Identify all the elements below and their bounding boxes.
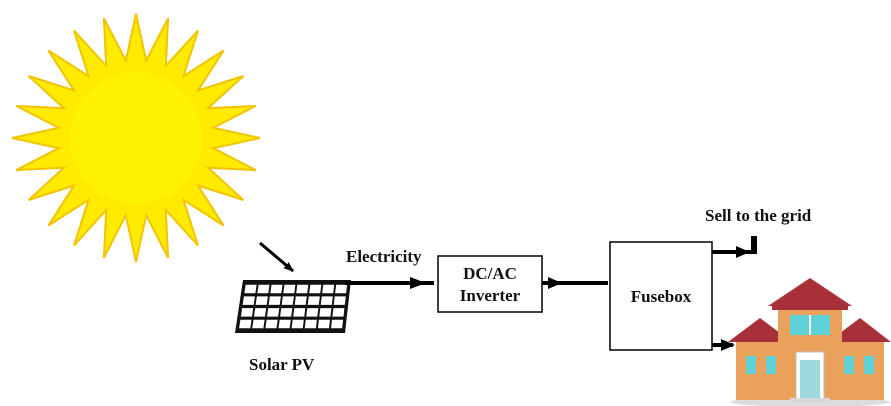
house-wall-right [836,340,884,400]
house-roof-left [728,318,792,342]
solar-cell [309,284,322,294]
grid-arrowhead [736,246,750,258]
house-step [790,398,830,402]
solar-cell [270,284,283,294]
solar-cell [267,308,280,317]
sun-icon [11,13,261,263]
fusebox-box [609,241,713,351]
solar-cell [296,284,309,294]
solar-pv-label: Solar PV [249,355,315,374]
electricity-label: Electricity [346,247,422,266]
solar-cell [257,284,270,294]
house-wall-left [736,340,784,400]
house-window-right-1 [844,356,854,374]
solar-panel-cells [239,284,348,329]
fusebox-label: Fusebox [631,287,692,306]
grid-connection-icon [751,236,757,254]
house-window-left-1 [746,356,756,374]
house-roof-band [772,304,848,310]
sunlight-arrow [259,241,294,273]
inverter-label-line1: DC/AC [463,264,517,283]
house-window-right-2 [864,356,874,374]
solar-cell [265,319,278,329]
inverter-to-fusebox-arrowhead [548,277,562,289]
solar-cell [335,284,348,294]
house-door [800,360,820,400]
house-roof-right [828,318,891,342]
solar-cell [281,296,294,305]
solar-cell [283,284,296,294]
solar-cell [280,308,293,317]
solar-cell [319,308,332,317]
solar-cell [307,296,320,305]
solar-cell [294,296,307,305]
house-arrowhead [721,339,735,351]
solar-cell [306,308,319,317]
solar-cell [293,308,306,317]
solar-cell [317,319,330,329]
solar-cell [322,284,335,294]
inverter-box [437,255,543,313]
house-icon [728,278,891,406]
house-roof-center [768,278,852,306]
solar-cell [255,296,268,305]
solar-cell [268,296,281,305]
electricity-arrowhead [410,277,426,289]
solar-cell [239,319,252,329]
inverter-label-line2: Inverter [460,286,521,305]
solar-cell [242,296,255,305]
solar-cell [278,319,291,329]
solar-panel-icon [235,280,351,333]
solar-cell [291,319,304,329]
solar-cell [332,308,345,317]
solar-cell [244,284,257,294]
solar-cell [331,319,344,329]
sell-to-grid-label: Sell to the grid [705,206,812,225]
solar-cell [240,308,254,317]
solar-cell [333,296,346,305]
solar-cell [320,296,333,305]
house-window-left-2 [766,356,776,374]
solar-cell [253,308,267,317]
solar-cell [304,319,317,329]
sun-core [70,72,202,204]
solar-cell [252,319,265,329]
